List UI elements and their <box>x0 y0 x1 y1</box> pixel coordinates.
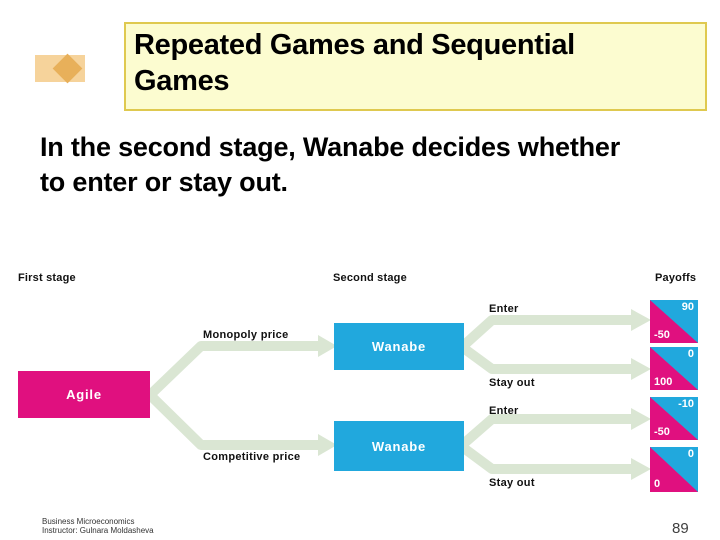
slide-title: Repeated Games and Sequential Games <box>134 27 697 100</box>
arrowhead-enter-top <box>631 309 651 331</box>
footer-instructor: Instructor: Gulnara Moldasheva <box>42 526 154 536</box>
label-enter-bottom: Enter <box>489 405 519 417</box>
header-first-stage: First stage <box>18 272 76 284</box>
arrowhead-competitive <box>318 434 337 456</box>
payoff-cell-3: -10 -50 <box>650 397 698 440</box>
wanabe-payoff: 0 <box>687 448 694 460</box>
arrowhead-monopoly <box>318 335 337 357</box>
wanabe-node-bottom: Wanabe <box>334 421 464 471</box>
payoff-cell-4: 0 0 <box>650 447 698 492</box>
label-monopoly-price: Monopoly price <box>203 329 289 341</box>
agile-payoff: -50 <box>654 329 670 341</box>
body-line-2: to enter or stay out. <box>40 167 288 198</box>
branch-monopoly-price <box>146 341 320 399</box>
wanabe-payoff: 90 <box>681 301 694 313</box>
agile-payoff: -50 <box>654 426 670 438</box>
label-stayout-top: Stay out <box>489 377 535 389</box>
branch-stayout-top <box>459 342 632 374</box>
body-text: In the second stage, Wanabe decides whet… <box>40 130 700 200</box>
title-line-2: Games <box>134 65 230 98</box>
wanabe-payoff: -10 <box>678 398 694 410</box>
label-stayout-bottom: Stay out <box>489 477 535 489</box>
arrowhead-enter-bottom <box>631 408 651 430</box>
label-competitive-price: Competitive price <box>203 451 301 463</box>
wanabe-node-top: Wanabe <box>334 323 464 370</box>
arrowhead-stayout-bottom <box>631 458 651 480</box>
agile-payoff: 100 <box>654 376 673 388</box>
branch-stayout-bottom <box>458 441 632 474</box>
agile-node: Agile <box>18 371 150 418</box>
header-second-stage: Second stage <box>333 272 407 284</box>
title-box: Repeated Games and Sequential Games <box>124 22 707 111</box>
footer: Business Microeconomics Instructor: Guln… <box>42 517 154 535</box>
branch-enter-bottom <box>457 414 632 450</box>
payoff-cell-1: 90 -50 <box>650 300 698 343</box>
page-number: 89 <box>672 520 689 537</box>
title-line-1: Repeated Games and Sequential <box>134 29 575 61</box>
payoff-cell-2: 0 100 <box>650 347 698 390</box>
branch-competitive-price <box>146 391 320 450</box>
agile-payoff: 0 <box>654 478 661 490</box>
arrowhead-stayout-top <box>631 358 651 380</box>
branch-enter-top <box>458 315 632 351</box>
footer-course: Business Microeconomics <box>42 517 135 526</box>
label-enter-top: Enter <box>489 303 519 315</box>
body-line-1: In the second stage, Wanabe decides whet… <box>40 132 621 162</box>
wanabe-payoff: 0 <box>687 348 694 360</box>
header-payoffs: Payoffs <box>655 272 697 284</box>
